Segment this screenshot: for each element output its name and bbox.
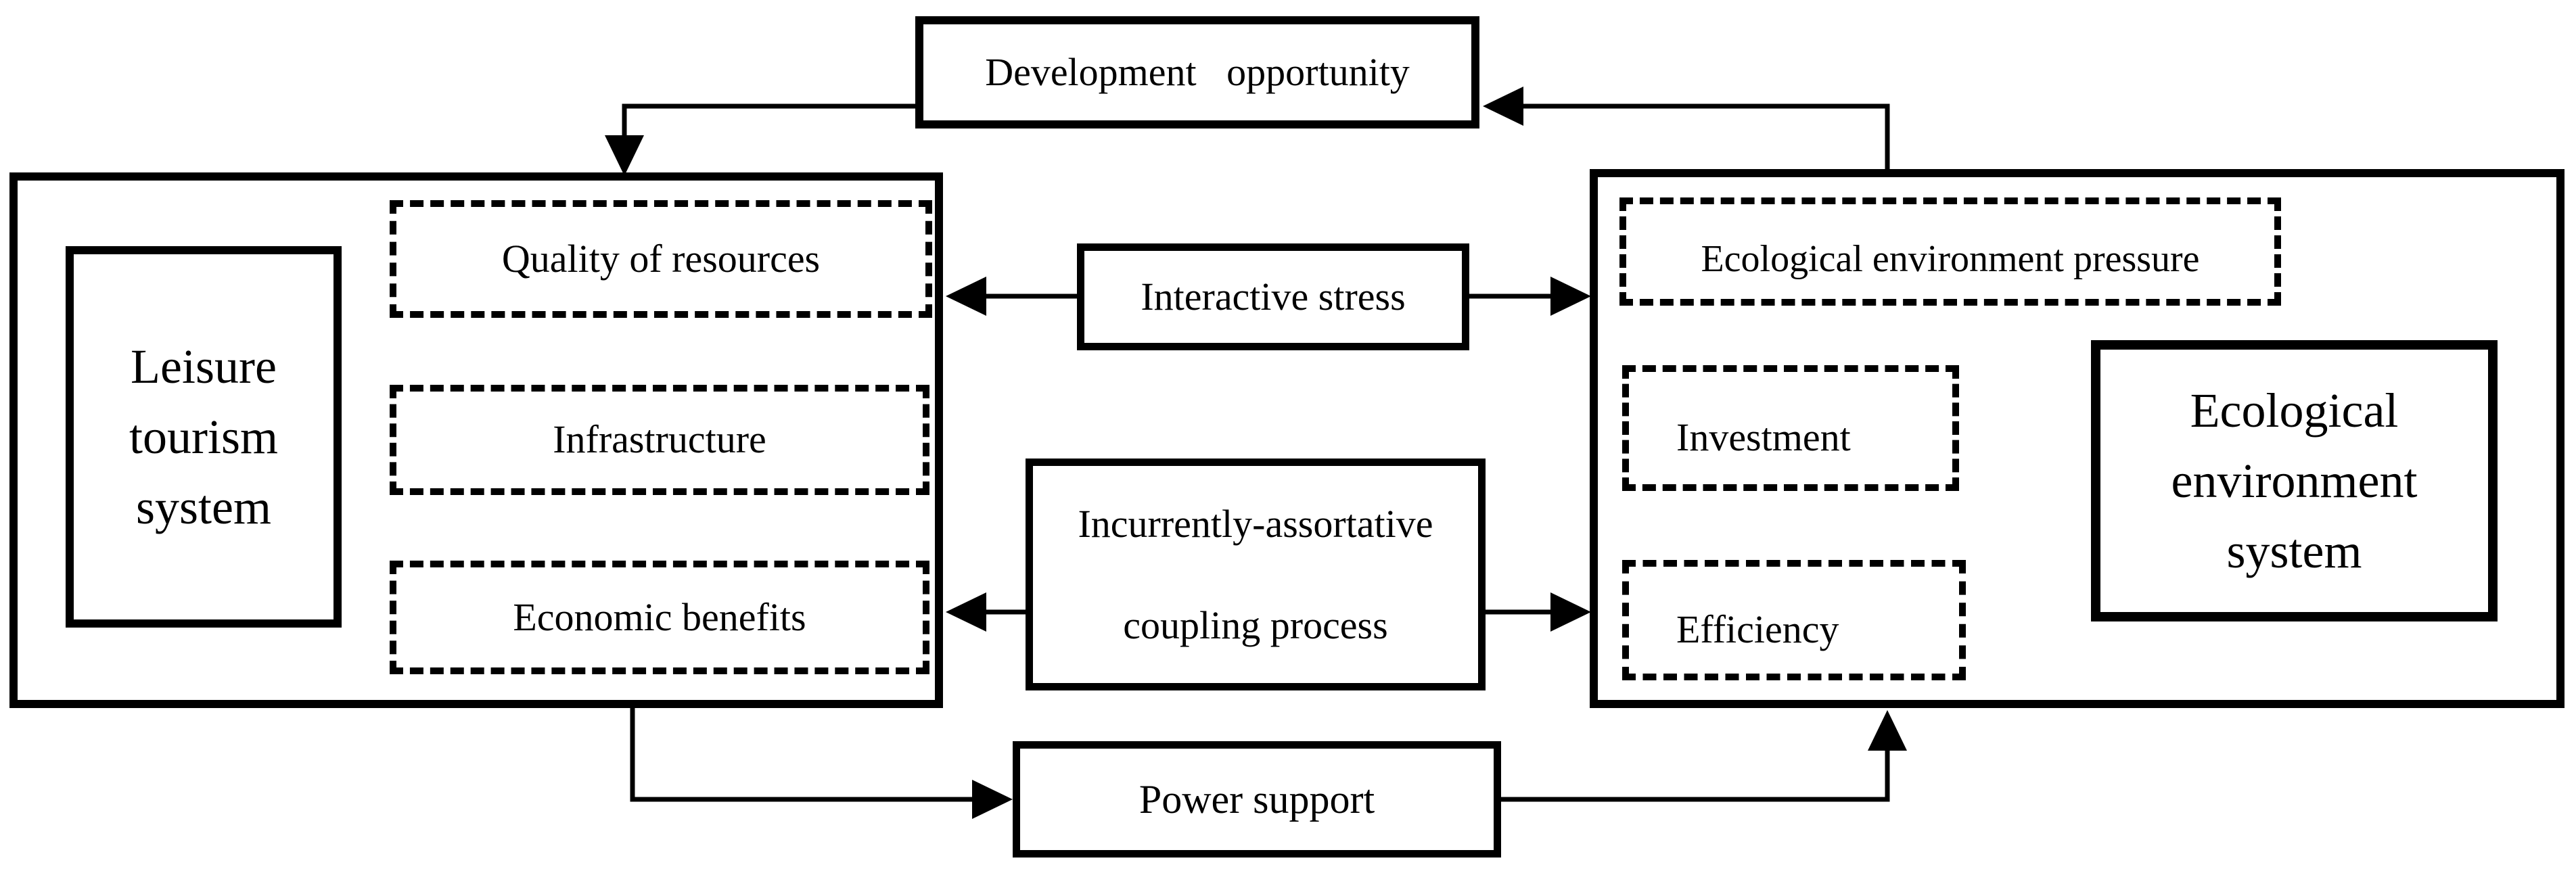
ecological-title-line1: Ecological	[2190, 383, 2399, 438]
coupling-process-line2: coupling process	[1123, 603, 1388, 647]
investment-box: Investment	[1622, 365, 1959, 491]
leisure-title-line1: Leisure	[131, 339, 277, 394]
ecological-environment-pressure-box: Ecological environment pressure	[1619, 197, 2281, 306]
coupling-process-line1: Incurrently-assortative	[1078, 501, 1433, 546]
leisure-title-line3: system	[135, 480, 271, 534]
arrow-power-support-to-ecological-system	[1501, 710, 1907, 802]
economic-benefits-box: Economic benefits	[390, 561, 929, 674]
arrow-ecological-system-to-development	[1483, 87, 1890, 170]
power-support-box: Power support	[1013, 741, 1501, 858]
arrow-interactive-stress-to-ecological-system	[1469, 277, 1591, 316]
arrow-interactive-stress-to-leisure-system	[946, 277, 1077, 316]
arrow-coupling-process-to-ecological-system	[1486, 592, 1591, 632]
interactive-stress-box: Interactive stress	[1077, 243, 1469, 350]
ecological-title-line3: system	[2226, 524, 2362, 578]
development-opportunity-box: Development opportunity	[915, 16, 1479, 128]
ecological-title-line2: environment	[2171, 454, 2418, 508]
leisure-title-line2: tourism	[129, 410, 278, 464]
quality-of-resources-box: Quality of resources	[390, 200, 932, 318]
arrow-leisure-system-to-power-support	[630, 707, 1013, 819]
efficiency-box: Efficiency	[1622, 560, 1966, 680]
infrastructure-box: Infrastructure	[390, 385, 929, 495]
leisure-tourism-system-title-box: Leisure tourism system	[66, 246, 342, 628]
coupling-process-box: Incurrently-assortative coupling process	[1026, 459, 1486, 690]
arrow-coupling-process-to-leisure-system	[946, 592, 1026, 632]
arrow-development-to-leisure-system	[605, 103, 915, 176]
ecological-environment-system-title-box: Ecological environment system	[2091, 340, 2498, 621]
